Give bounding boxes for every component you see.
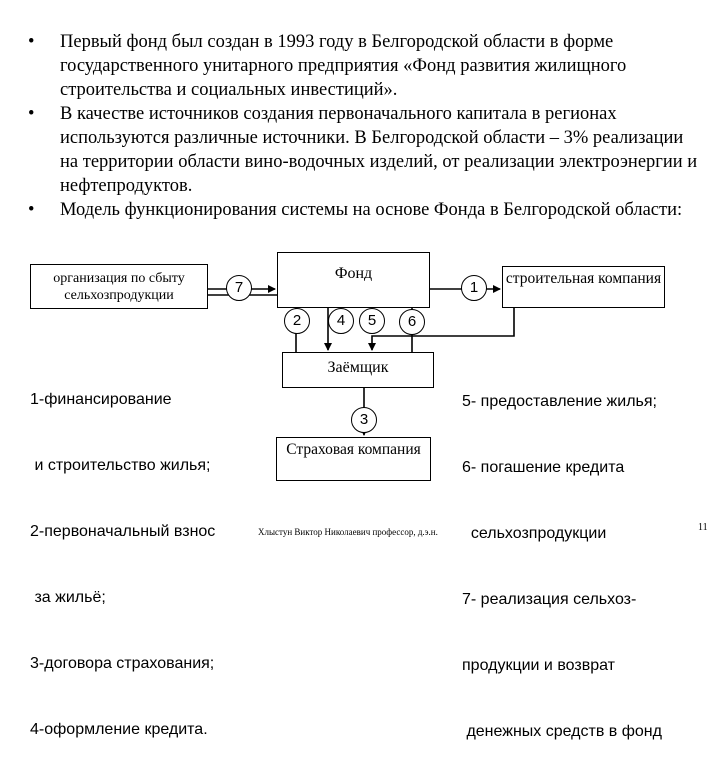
- legend-right-line: 7- реализация сельхоз-: [462, 591, 637, 608]
- bullet-item: • Первый фонд был создан в 1993 году в Б…: [28, 30, 698, 102]
- bullet-item: • Модель функционирования системы на осн…: [28, 198, 698, 222]
- arrow-5-builder-to-borrower: [368, 308, 515, 351]
- flow-number-6: 6: [399, 309, 425, 335]
- borrower-box-label: Заёмщик: [327, 359, 389, 376]
- org-box-label: организация по сбыту сельхозпродукции: [53, 271, 185, 303]
- legend-right-line: сельхозпродукции: [462, 525, 607, 542]
- page-number: 11: [698, 522, 708, 533]
- bullet-dot: •: [28, 104, 35, 124]
- insurer-box: Страховая компания: [276, 437, 431, 481]
- flow-number-5: 5: [359, 308, 385, 334]
- bullet-text: Первый фонд был создан в 1993 году в Бел…: [60, 32, 627, 100]
- insurer-box-label: Страховая компания: [286, 441, 421, 458]
- flow-number-1: 1: [461, 275, 487, 301]
- legend-left-line: 3-договора страхования;: [30, 655, 215, 672]
- legend-left-line: 2-первоначальный взнос: [30, 523, 216, 540]
- bullet-item: • В качестве источников создания первона…: [28, 102, 698, 198]
- builder-box: строительная компания: [502, 266, 665, 308]
- fund-box: Фонд: [277, 252, 430, 308]
- bullet-text: В качестве источников создания первонача…: [60, 104, 698, 196]
- legend-left-line: за жильё;: [30, 589, 106, 606]
- flow-number-2: 2: [284, 308, 310, 334]
- borrower-box: Заёмщик: [282, 352, 434, 388]
- fund-box-label: Фонд: [334, 265, 373, 282]
- legend-right-line: 5- предоставление жилья;: [462, 393, 657, 410]
- legend-right-line: продукции и возврат: [462, 657, 615, 674]
- bullet-dot: •: [28, 32, 35, 52]
- builder-box-label: строительная компания: [505, 270, 662, 287]
- legend-right-line: денежных средств в фонд: [462, 723, 662, 740]
- bullet-list: • Первый фонд был создан в 1993 году в Б…: [28, 30, 698, 222]
- legend-right: 5- предоставление жилья; 6- погашение кр…: [462, 347, 662, 765]
- legend-left: 1-финансирование и строительство жилья; …: [30, 345, 215, 763]
- bullet-text: Модель функционирования системы на основ…: [60, 200, 683, 220]
- flow-number-7: 7: [226, 275, 252, 301]
- legend-right-line: 6- погашение кредита: [462, 459, 625, 476]
- flow-number-4: 4: [328, 308, 354, 334]
- legend-left-line: 4-оформление кредита.: [30, 721, 208, 738]
- legend-left-line: и строительство жилья;: [30, 457, 211, 474]
- flow-number-3: 3: [351, 407, 377, 433]
- footer-author: Хлыстун Виктор Николаевич профессор, д.э…: [258, 527, 438, 537]
- bullet-dot: •: [28, 200, 35, 220]
- org-box: организация по сбыту сельхозпродукции: [30, 264, 208, 309]
- legend-left-line: 1-финансирование: [30, 391, 172, 408]
